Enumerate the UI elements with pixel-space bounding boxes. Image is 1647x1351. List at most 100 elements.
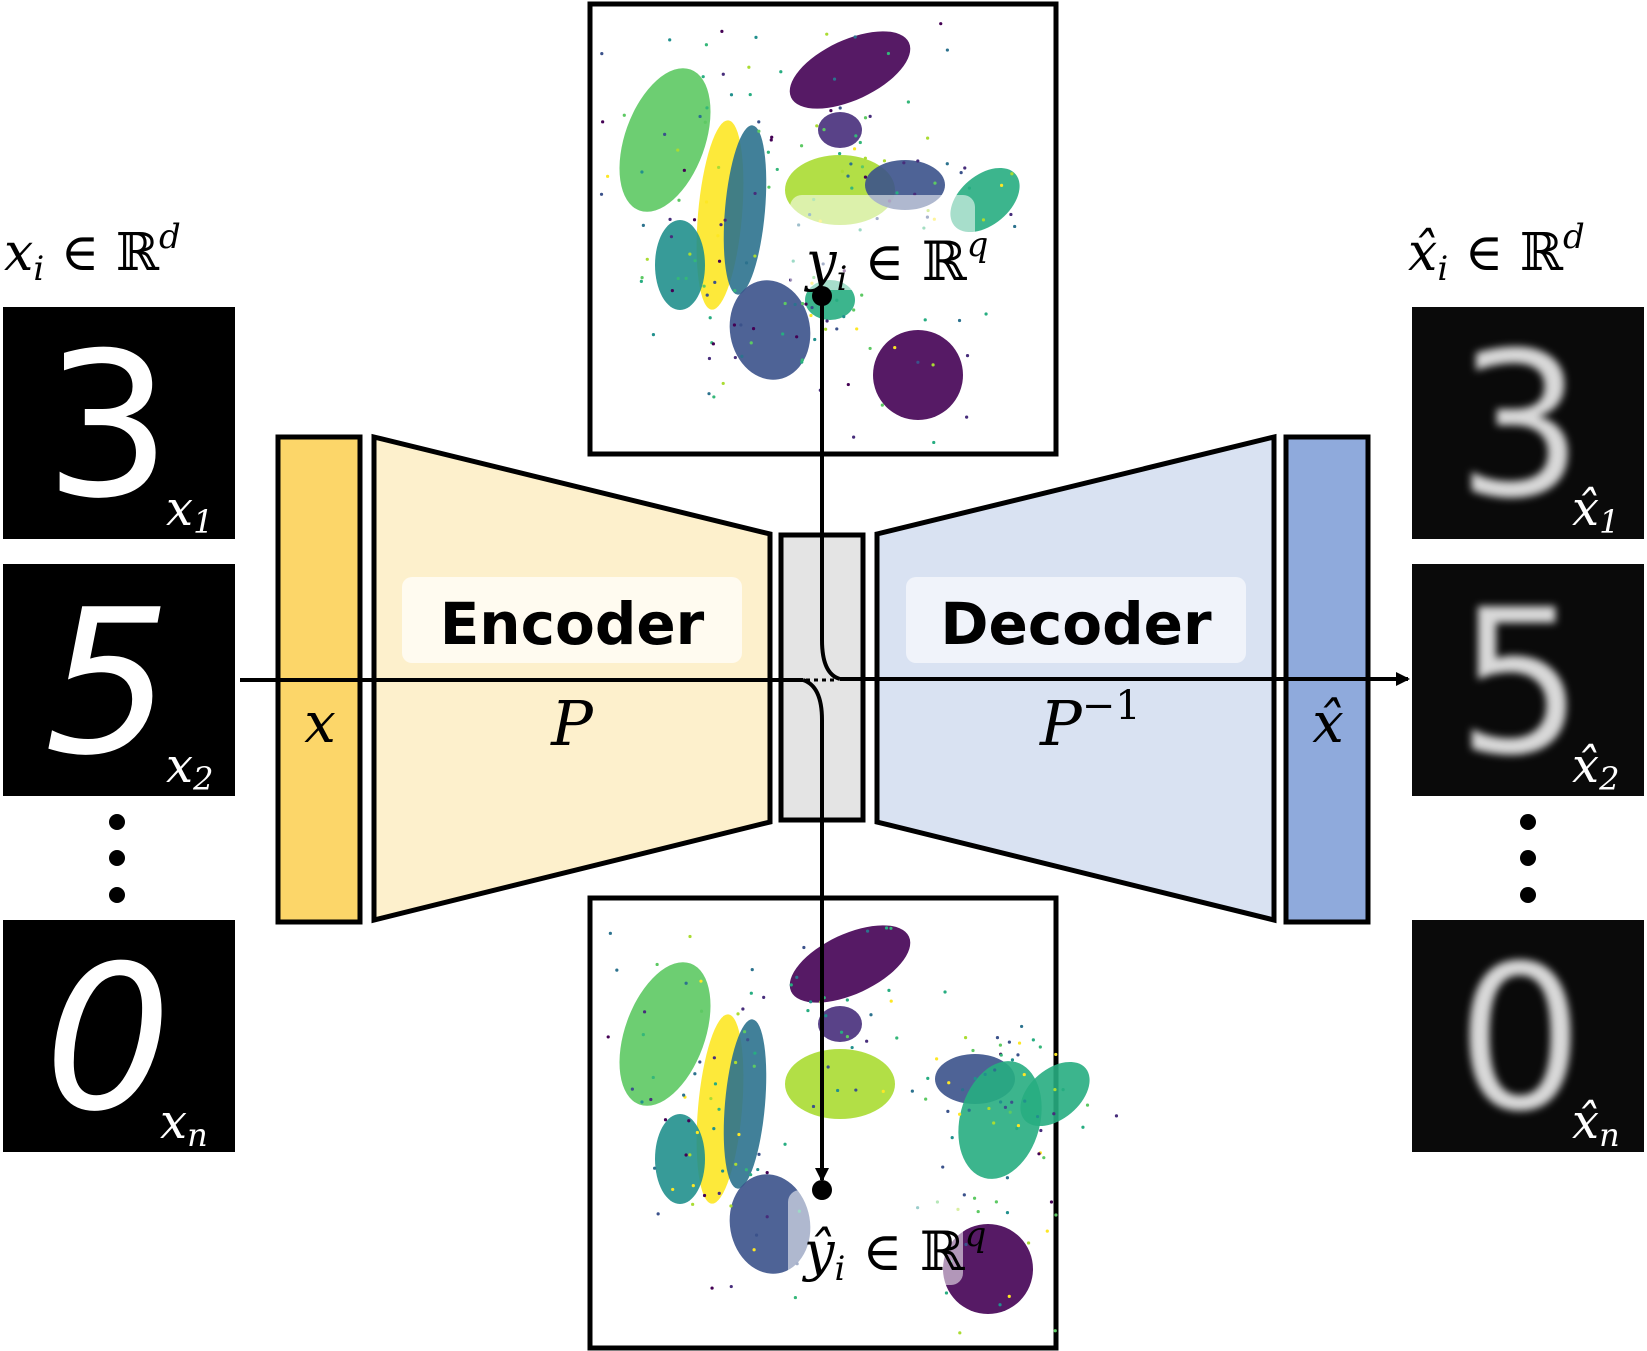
cluster-noise-point	[967, 186, 972, 190]
cluster-noise-point	[737, 1132, 741, 1137]
cluster-noise-point	[964, 1242, 968, 1247]
cluster-noise-point	[950, 1135, 954, 1140]
cluster-blob	[818, 112, 862, 148]
cluster-noise-point	[753, 254, 757, 258]
cluster-noise-point	[822, 127, 826, 132]
cluster-noise-point	[962, 1193, 966, 1197]
cluster-noise-point	[677, 198, 681, 202]
cluster-noise-point	[601, 120, 605, 124]
cluster-noise-point	[713, 280, 717, 285]
cluster-noise-point	[838, 151, 842, 156]
cluster-noise-point	[1026, 1241, 1031, 1245]
cluster-noise-point	[733, 289, 737, 293]
cluster-noise-point	[1007, 1294, 1011, 1298]
cluster-noise-point	[1053, 1088, 1057, 1092]
cluster-noise-point	[1003, 1105, 1008, 1110]
cluster-noise-point	[630, 1087, 634, 1091]
cluster-noise-point	[1010, 1058, 1015, 1062]
cluster-noise-point	[961, 1088, 965, 1092]
cluster-noise-point	[863, 156, 867, 160]
cluster-noise-point	[655, 962, 659, 967]
cluster-noise-point	[751, 327, 756, 331]
output-sample-n: 0 x̂n	[1412, 920, 1644, 1156]
cluster-noise-point	[733, 355, 737, 360]
cluster-noise-point	[1022, 1072, 1026, 1077]
cluster-noise-point	[698, 1060, 702, 1064]
cluster-noise-point	[973, 1076, 977, 1081]
cluster-noise-point	[753, 191, 757, 196]
decoder-label-box	[906, 577, 1246, 663]
embedding-label-top: yi ∈ ℝq	[804, 225, 988, 299]
cluster-noise-point	[789, 983, 793, 987]
cluster-scatter-top	[599, 22, 1020, 445]
sample-label: x̂2	[1572, 738, 1619, 798]
cluster-noise-point	[606, 174, 610, 178]
cluster-noise-point	[906, 100, 910, 104]
cluster-noise-point	[994, 1200, 998, 1204]
cluster-noise-point	[754, 1233, 759, 1237]
cluster-noise-point	[705, 106, 709, 110]
sample-label: x2	[166, 738, 213, 798]
cluster-noise-point	[721, 1169, 725, 1173]
encoder-label: Encoder	[440, 590, 705, 658]
cluster-noise-point	[845, 1035, 850, 1039]
cluster-blob	[958, 1061, 1042, 1179]
cluster-noise-point	[762, 995, 766, 999]
cluster-noise-point	[984, 312, 988, 316]
cluster-noise-point	[1009, 212, 1013, 217]
cluster-noise-point	[765, 1215, 769, 1219]
digit-glyph: 0	[1456, 923, 1583, 1156]
output-symbol: x̂	[1312, 691, 1344, 756]
cluster-noise-point	[663, 1118, 668, 1122]
cluster-noise-point	[749, 991, 753, 995]
cluster-noise-point	[747, 65, 751, 69]
cluster-noise-point	[793, 1295, 797, 1300]
output-sample-2: 5 x̂2	[1412, 564, 1644, 800]
cluster-noise-point	[757, 129, 761, 133]
cluster-noise-point	[622, 113, 626, 117]
cluster-noise-point	[923, 318, 927, 322]
cluster-noise-point	[688, 1153, 692, 1157]
cluster-noise-point	[963, 166, 967, 170]
cluster-noise-point	[732, 323, 737, 327]
label-highlight	[788, 1190, 963, 1285]
cluster-noise-point	[824, 327, 828, 331]
cluster-noise-point	[999, 1100, 1003, 1104]
cluster-noise-point	[670, 289, 674, 293]
cluster-noise-point	[944, 1291, 949, 1295]
cluster-noise-point	[825, 319, 829, 323]
cluster-noise-point	[656, 1212, 660, 1216]
cluster-noise-point	[1031, 1038, 1035, 1042]
cluster-noise-point	[849, 162, 853, 166]
cluster-noise-point	[939, 22, 943, 26]
cluster-noise-point	[800, 358, 804, 362]
cluster-noise-point	[852, 308, 856, 312]
cluster-noise-point	[829, 109, 833, 113]
digit-glyph: 3	[44, 310, 171, 543]
cluster-noise-point	[916, 159, 920, 163]
input-symbol: x	[304, 691, 336, 756]
cluster-noise-point	[1061, 1088, 1065, 1092]
cluster-noise-point	[842, 314, 846, 319]
cluster-noise-point	[869, 1013, 873, 1017]
cluster-noise-point	[640, 1100, 644, 1104]
cluster-noise-point	[721, 381, 725, 386]
cluster-noise-point	[775, 167, 779, 172]
digit-glyph: 5	[44, 567, 171, 800]
latent-embedding-bottom: ŷi ∈ ℝq	[587, 895, 1119, 1351]
cluster-noise-point	[1039, 1128, 1043, 1133]
cluster-noise-point	[754, 35, 758, 39]
cluster-noise-point	[687, 1119, 691, 1123]
cluster-noise-point	[676, 276, 680, 281]
data-flow	[240, 296, 1410, 1182]
cluster-noise-point	[850, 186, 854, 190]
cluster-noise-point	[606, 1035, 610, 1039]
cluster-noise-point	[649, 1097, 653, 1102]
cluster-noise-point	[707, 356, 712, 361]
cluster-noise-point	[752, 1064, 756, 1068]
left-header: xi ∈ ℝd	[4, 217, 181, 289]
cluster-noise-point	[999, 1053, 1003, 1057]
cluster-noise-point	[865, 929, 870, 933]
decoder-symbol: P−1	[1039, 683, 1141, 760]
cluster-noise-point	[916, 360, 920, 364]
